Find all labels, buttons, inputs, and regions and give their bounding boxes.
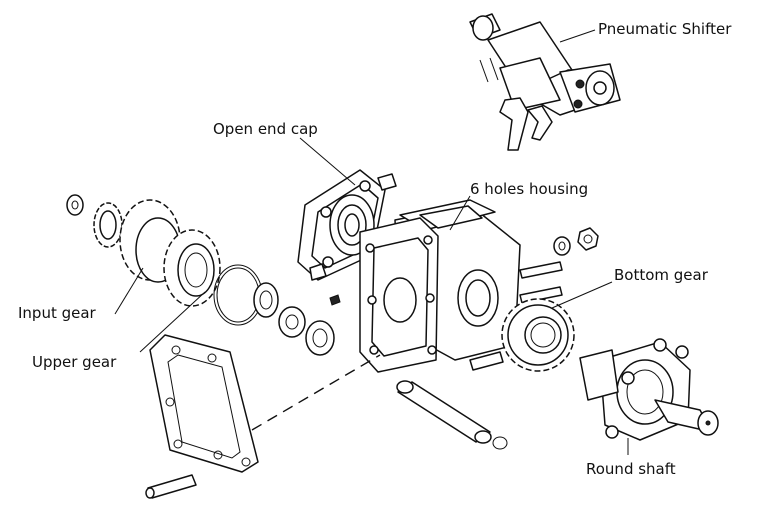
label-bottom-gear: Bottom gear — [614, 266, 708, 284]
alignment-dashed-line — [251, 354, 381, 431]
input-gear-part — [66, 194, 123, 248]
stud-bolt-part — [145, 474, 197, 499]
label-round-shaft: Round shaft — [586, 460, 676, 478]
snap-ring-and-bearings — [213, 264, 341, 356]
pneumatic-shifter-part — [469, 13, 621, 151]
idler-shaft-part — [396, 380, 508, 450]
label-upper-gear: Upper gear — [32, 353, 117, 371]
gasket-part — [149, 334, 259, 473]
nut-and-washer — [553, 227, 599, 256]
round-shaft-part — [579, 338, 719, 441]
label-pneumatic-shifter: Pneumatic Shifter — [598, 20, 732, 38]
label-input-gear: Input gear — [18, 304, 96, 322]
bottom-gear-part — [501, 298, 575, 372]
upper-gear-part — [119, 199, 221, 307]
six-holes-housing-part — [359, 199, 563, 373]
label-six-holes-housing: 6 holes housing — [470, 180, 589, 198]
leader-lines — [114, 29, 629, 455]
label-open-end-cap: Open end cap — [213, 120, 318, 138]
